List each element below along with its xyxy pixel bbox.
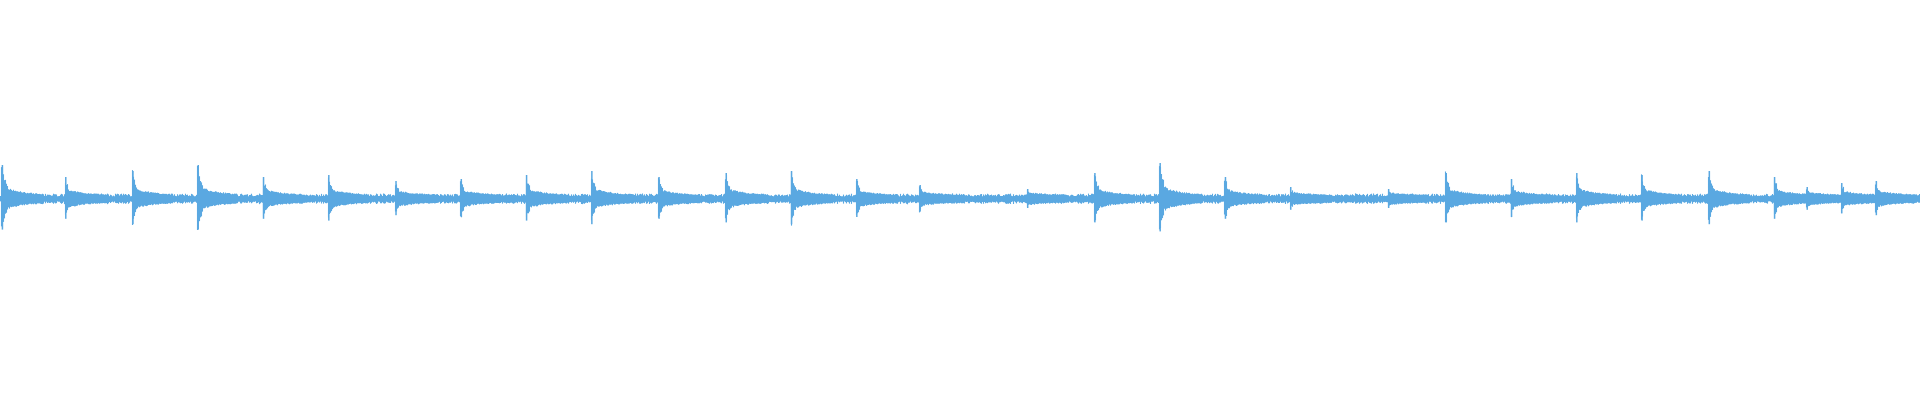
waveform-path bbox=[0, 166, 1920, 230]
waveform-samples bbox=[0, 163, 1920, 232]
